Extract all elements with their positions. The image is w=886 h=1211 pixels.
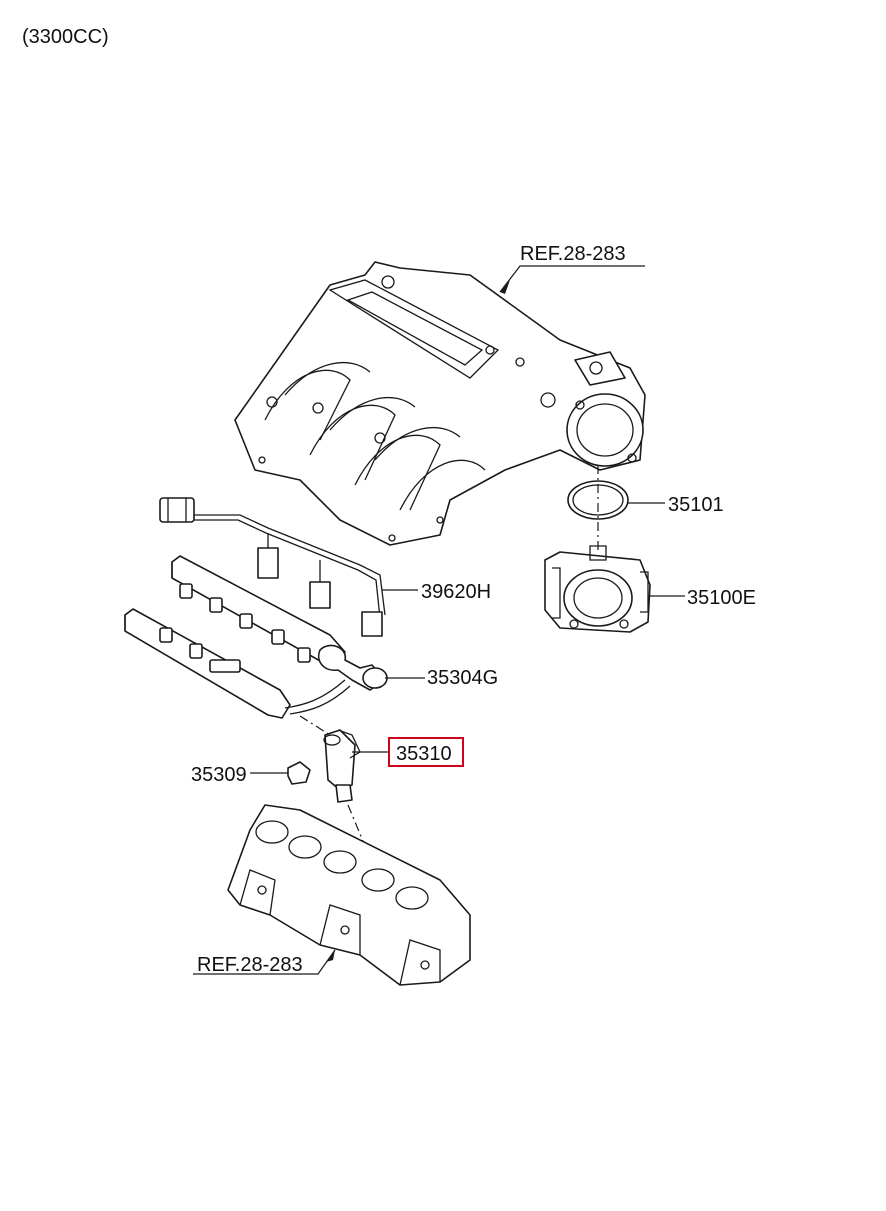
arrowhead-upper [500,280,510,294]
injector-clip[interactable] [287,761,311,785]
callout-35304g[interactable]: 35304G [427,667,498,689]
throttle-gasket[interactable] [567,480,629,520]
arrowhead-lower [326,950,335,962]
callout-35310[interactable]: 35310 [396,743,452,765]
fuel-injector[interactable] [323,729,361,803]
engine-label: (3300CC) [22,26,109,48]
callout-35100e[interactable]: 35100E [687,587,756,609]
lower-intake-manifold[interactable] [227,804,471,986]
upper-intake-manifold[interactable] [234,261,646,546]
callout-35101[interactable]: 35101 [668,494,724,516]
callout-ref-upper[interactable]: REF.28-283 [520,243,626,265]
throttle-body[interactable] [544,545,651,633]
highlight-box-35310 [388,737,464,767]
callout-39620h[interactable]: 39620H [421,581,491,603]
fuel-rail-assembly[interactable] [124,555,388,719]
callout-35309[interactable]: 35309 [191,764,247,786]
callout-ref-lower[interactable]: REF.28-283 [197,954,303,976]
injector-wiring-harness[interactable] [159,497,386,637]
